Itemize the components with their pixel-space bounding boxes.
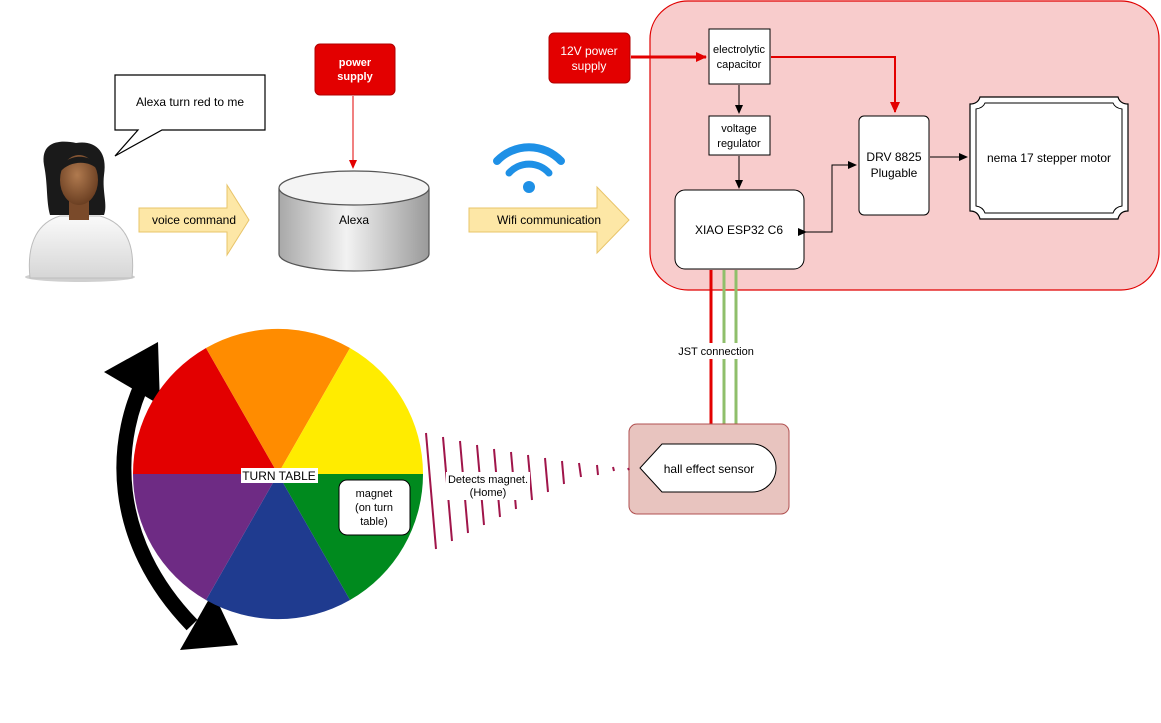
speech-bubble: Alexa turn red to me [114, 74, 266, 157]
hall-label: hall effect sensor [664, 462, 755, 476]
jst-label: JST connection [678, 346, 754, 358]
power-supply-12v: 12V power supply [548, 32, 631, 84]
magnet-box: magnet (on turn table) [338, 479, 411, 536]
driver-label-2: Plugable [871, 166, 918, 180]
capacitor-label-1: electrolytic [713, 44, 765, 56]
voltage-regulator-box: voltage regulator [708, 115, 771, 156]
hall-sensor-box: hall effect sensor [639, 443, 777, 493]
turntable-label: TURN TABLE [242, 469, 316, 483]
rotation-arrow-icon [104, 342, 238, 650]
capacitor-box: electrolytic capacitor [708, 28, 771, 85]
person-avatar-icon [25, 141, 135, 282]
turntable-segment-orange [206, 328, 350, 474]
alexa-label: Alexa [339, 213, 369, 227]
driver-label-1: DRV 8825 [866, 150, 921, 164]
motor-label: nema 17 stepper motor [987, 151, 1111, 165]
power12v-label-1: 12V power [560, 44, 617, 58]
alexa-power-label-2: supply [337, 71, 373, 83]
detect-label-2: (Home) [470, 487, 507, 499]
capacitor-label-2: capacitor [717, 59, 762, 71]
magnet-label-3: table) [360, 516, 388, 528]
esp32-driver-connector [798, 161, 857, 236]
driver-box: DRV 8825 Plugable [858, 115, 930, 216]
esp32-box: XIAO ESP32 C6 [674, 189, 805, 270]
alexa-power-label-1: power [339, 57, 372, 69]
turntable-segment-red [132, 348, 278, 474]
detect-label-1: Detects magnet. [448, 474, 528, 486]
alexa-power-supply: power supply [314, 43, 396, 96]
power12v-label-2: supply [572, 59, 607, 73]
turntable-segment-yellow [278, 348, 424, 474]
stepper-motor-box: nema 17 stepper motor [969, 96, 1129, 220]
wifi-communication-label: Wifi communication [497, 213, 601, 227]
voice-command-label: voice command [152, 213, 236, 227]
capacitor-driver-connector [771, 56, 900, 113]
speech-text: Alexa turn red to me [136, 95, 244, 109]
regulator-label-2: regulator [717, 138, 761, 150]
cylinder-icon: Alexa [278, 170, 430, 272]
wifi-icon [493, 143, 565, 193]
detect-label-bg [446, 472, 530, 500]
magnet-label-1: magnet [356, 488, 393, 500]
turntable-label-bg [241, 468, 318, 483]
esp32-label: XIAO ESP32 C6 [695, 223, 783, 237]
magnet-label-2: (on turn [355, 502, 393, 514]
turntable-segment-purple [132, 474, 278, 600]
jst-label-bg [670, 343, 762, 359]
regulator-label-1: voltage [721, 123, 756, 135]
voice-command-arrow: voice command [138, 183, 250, 257]
turntable-segment-blue [206, 474, 350, 620]
wifi-communication-arrow: Wifi communication [468, 185, 630, 255]
